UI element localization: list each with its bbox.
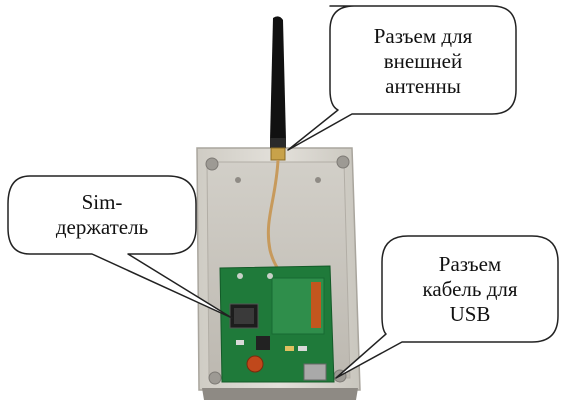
callout-usb-connector-label: Разъем кабель для USB bbox=[386, 240, 554, 338]
callout-antenna-connector-label: Разъем для внешней антенны bbox=[334, 12, 512, 110]
antenna bbox=[270, 16, 286, 161]
callout-sim-bubble bbox=[7, 175, 233, 319]
callout-sim-holder-label: Sim- держатель bbox=[12, 180, 192, 250]
pcb bbox=[219, 265, 335, 383]
callout-sim-text: Sim- держатель bbox=[55, 190, 149, 239]
callout-antenna-text: Разъем для внешней антенны bbox=[373, 23, 473, 98]
callout-antenna-bubble bbox=[287, 5, 517, 151]
callout-usb-text: Разъем кабель для USB bbox=[422, 251, 518, 326]
callout-usb-bubble bbox=[335, 235, 559, 379]
